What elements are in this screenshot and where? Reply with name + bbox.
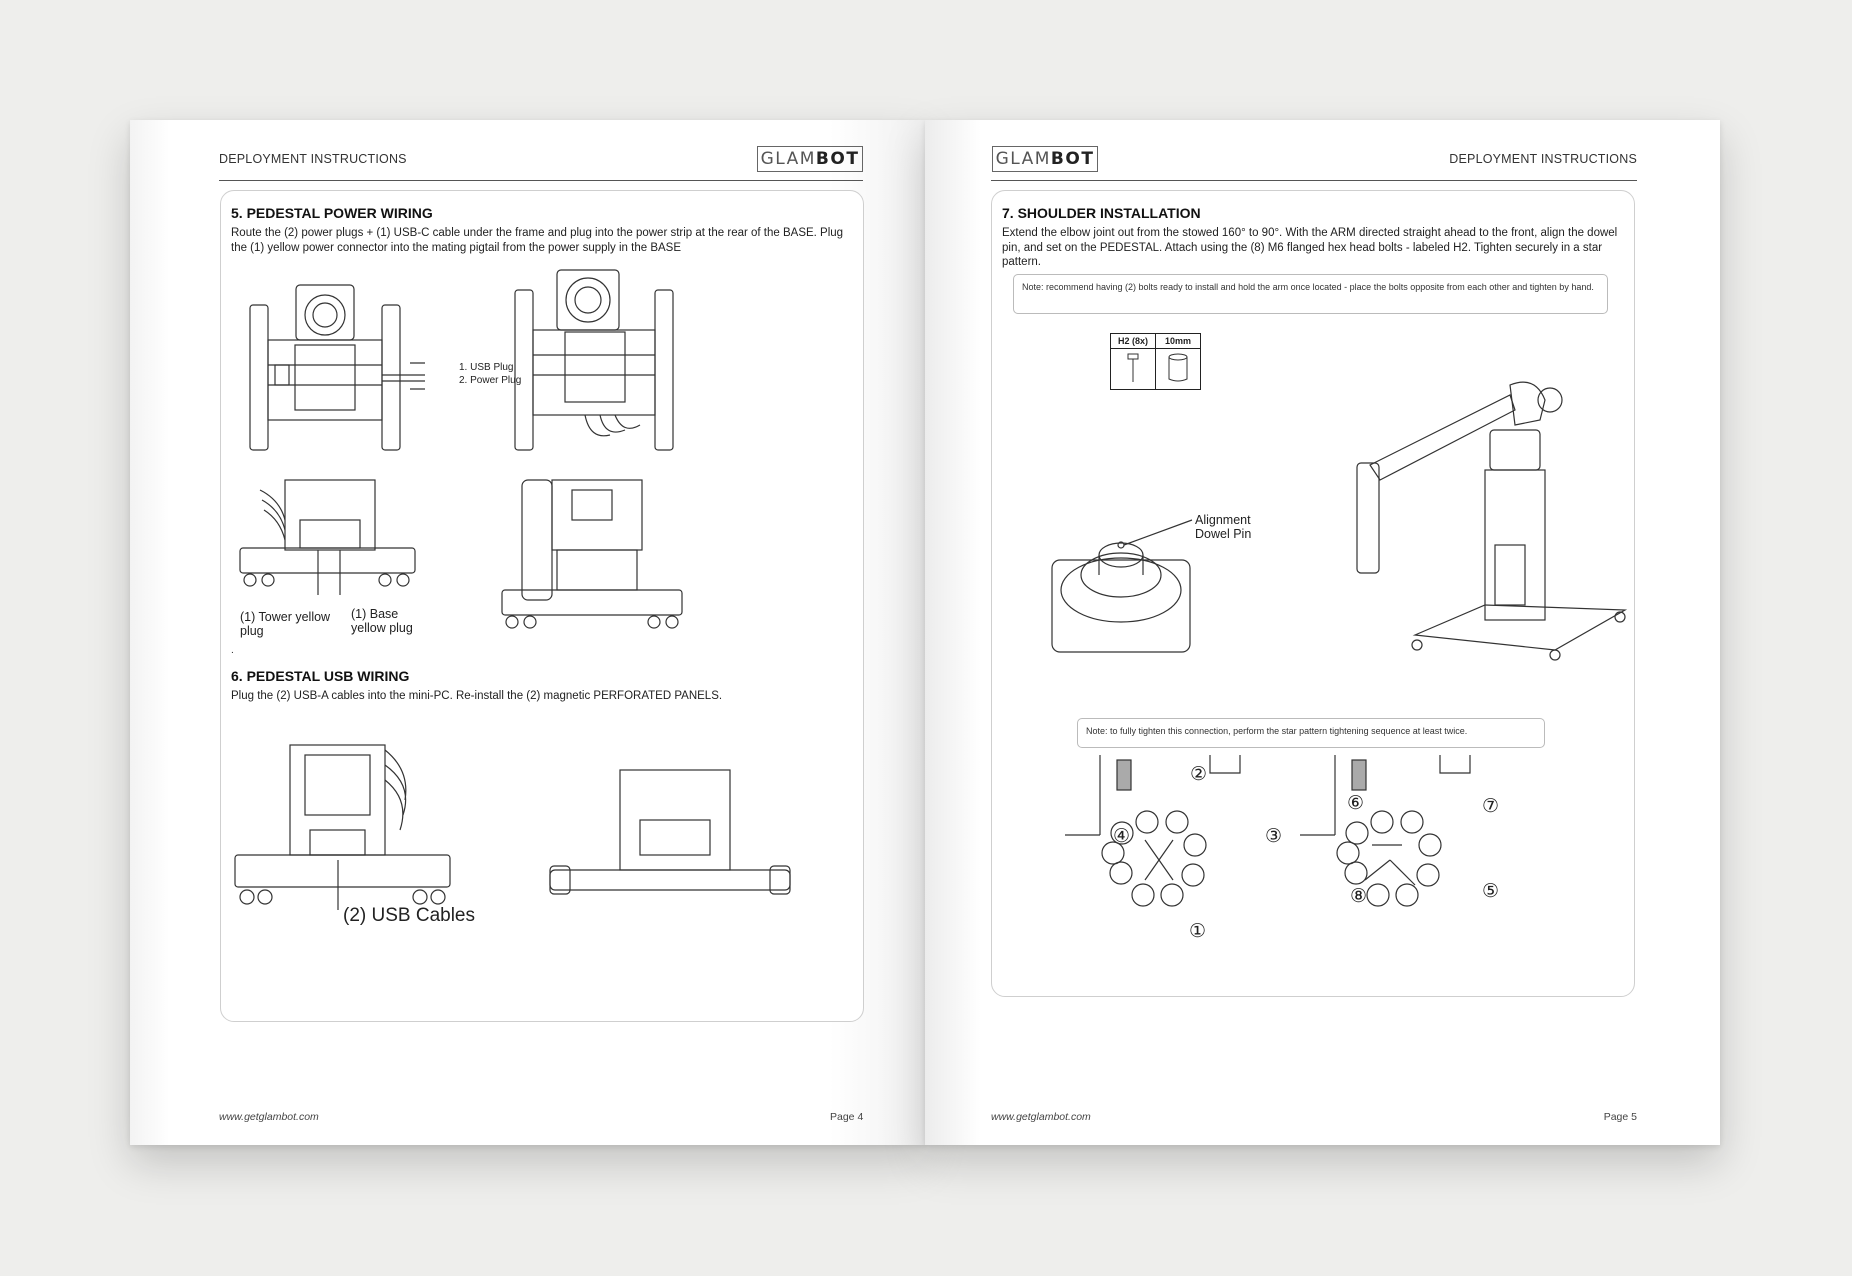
note-hold-bolts: Note: recommend having (2) bolts ready t… — [1013, 274, 1608, 314]
right-footer-page: Page 5 — [1603, 1111, 1637, 1123]
seq-right-8: ⑧ — [1350, 886, 1368, 907]
power-wiring-top-diagram — [249, 284, 425, 451]
section6-title: 6. PEDESTAL USB WIRING — [231, 668, 410, 684]
left-header: DEPLOYMENT INSTRUCTIONS — [219, 152, 407, 166]
right-footer-url: www.getglambot.com — [991, 1111, 1091, 1123]
base-plug-diagram — [501, 479, 683, 629]
tool-col-10mm: 10mm — [1155, 333, 1201, 349]
alignment-pin-diagram — [1051, 519, 1193, 653]
label-usb-cables: (2) USB Cables — [343, 905, 475, 926]
right-header-rule — [991, 180, 1637, 181]
right-logo: GLAMBOT — [992, 146, 1098, 172]
left-logo: GLAMBOT — [757, 146, 863, 172]
label-tower-yellow-plug: (1) Tower yellow plug — [240, 610, 331, 638]
label-base-yellow-plug: (1) Base yellow plug — [351, 607, 413, 635]
section5-title: 5. PEDESTAL POWER WIRING — [231, 205, 433, 221]
arm-on-pedestal-illustration — [1356, 381, 1628, 661]
seq-right-5: ⑤ — [1482, 881, 1500, 902]
tool-col-h2: H2 (8x) — [1110, 333, 1156, 349]
callout-power-plug: 2. Power Plug — [459, 375, 522, 386]
seq-right-6: ⑥ — [1347, 793, 1365, 814]
stray-dot: . — [231, 645, 234, 656]
seq-left-3: ③ — [1265, 826, 1283, 847]
bolt-sequence-left-diagram — [1065, 755, 1241, 907]
socket-icon — [1155, 348, 1201, 390]
seq-right-7: ⑦ — [1482, 796, 1500, 817]
section6-text: Plug the (2) USB-A cables into the mini-… — [231, 690, 723, 702]
left-header-rule — [219, 180, 863, 181]
seq-left-4: ④ — [1113, 826, 1131, 847]
section5-text: Route the (2) power plugs + (1) USB-C ca… — [231, 227, 844, 254]
usb-wiring-side-diagram — [549, 769, 791, 895]
right-header: DEPLOYMENT INSTRUCTIONS — [1449, 152, 1637, 166]
tool-table: H2 (8x) 10mm — [1110, 333, 1201, 390]
bolt-sequence-right-diagram — [1300, 755, 1471, 907]
callout-usb-plug: 1. USB Plug — [459, 362, 514, 373]
left-footer-url: www.getglambot.com — [219, 1111, 319, 1123]
section7-text: Extend the elbow joint out from the stow… — [1002, 227, 1618, 268]
left-page: DEPLOYMENT INSTRUCTIONS GLAMBOT 5. PEDES… — [130, 120, 925, 1145]
label-alignment-dowel-pin: Alignment Dowel Pin — [1195, 513, 1252, 541]
bolt-icon — [1110, 348, 1156, 390]
left-content-panel — [220, 190, 864, 1022]
usb-wiring-front-diagram — [234, 744, 451, 910]
seq-left-2: ② — [1190, 764, 1208, 785]
section7-title: 7. SHOULDER INSTALLATION — [1002, 205, 1201, 221]
tower-plug-diagram — [239, 479, 416, 595]
right-page: GLAMBOT DEPLOYMENT INSTRUCTIONS 7. SHOUL… — [925, 120, 1720, 1145]
left-footer-page: Page 4 — [830, 1111, 864, 1123]
power-wiring-rear-diagram — [514, 269, 674, 451]
note-star-pattern: Note: to fully tighten this connection, … — [1077, 718, 1545, 748]
seq-left-1: ① — [1189, 921, 1207, 942]
